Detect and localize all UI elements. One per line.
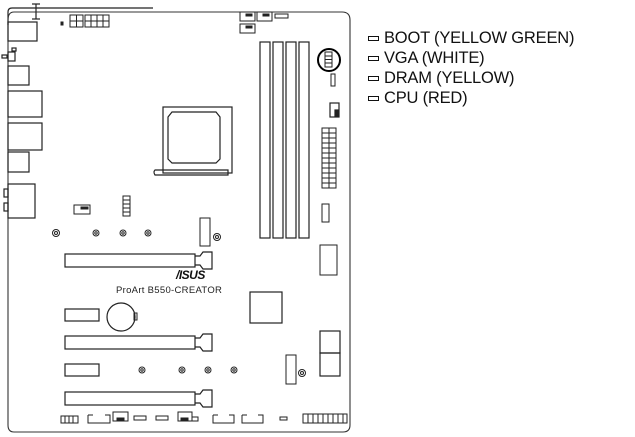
led-rect-icon (368, 75, 379, 81)
atx-power-connector (319, 127, 338, 276)
legend-label: VGA (WHITE) (384, 48, 485, 67)
dimension-marker (32, 3, 40, 20)
led-rect-icon (368, 35, 379, 41)
top-fan-headers (60, 11, 289, 34)
legend-item-boot: BOOT (YELLOW GREEN) (368, 28, 574, 48)
misc-headers (73, 195, 131, 217)
legend-item-vga: VGA (WHITE) (368, 48, 574, 68)
legend-label: DRAM (YELLOW) (384, 68, 515, 87)
board-outline (7, 7, 153, 25)
led-rect-icon (368, 95, 379, 101)
pcie-slots (64, 251, 213, 408)
legend-label: CPU (RED) (384, 88, 468, 107)
qled-group (317, 48, 341, 118)
m2-slots (199, 217, 297, 385)
led-rect-icon (368, 55, 379, 61)
onboard-chips (64, 291, 341, 377)
legend-item-dram: DRAM (YELLOW) (368, 68, 574, 88)
legend-item-cpu: CPU (RED) (368, 88, 574, 108)
mounting-holes (52, 229, 306, 377)
bottom-headers (60, 411, 348, 424)
model-label: ProArt B550-CREATOR (116, 285, 223, 296)
legend: BOOT (YELLOW GREEN) VGA (WHITE) DRAM (YE… (368, 28, 574, 108)
legend-label: BOOT (YELLOW GREEN) (384, 28, 575, 47)
cpu-socket (153, 106, 233, 176)
board-edge (7, 11, 351, 433)
rear-io-ports (1, 21, 43, 219)
dimm-slots (259, 41, 310, 239)
brand-logo: /ISUS (176, 268, 205, 282)
